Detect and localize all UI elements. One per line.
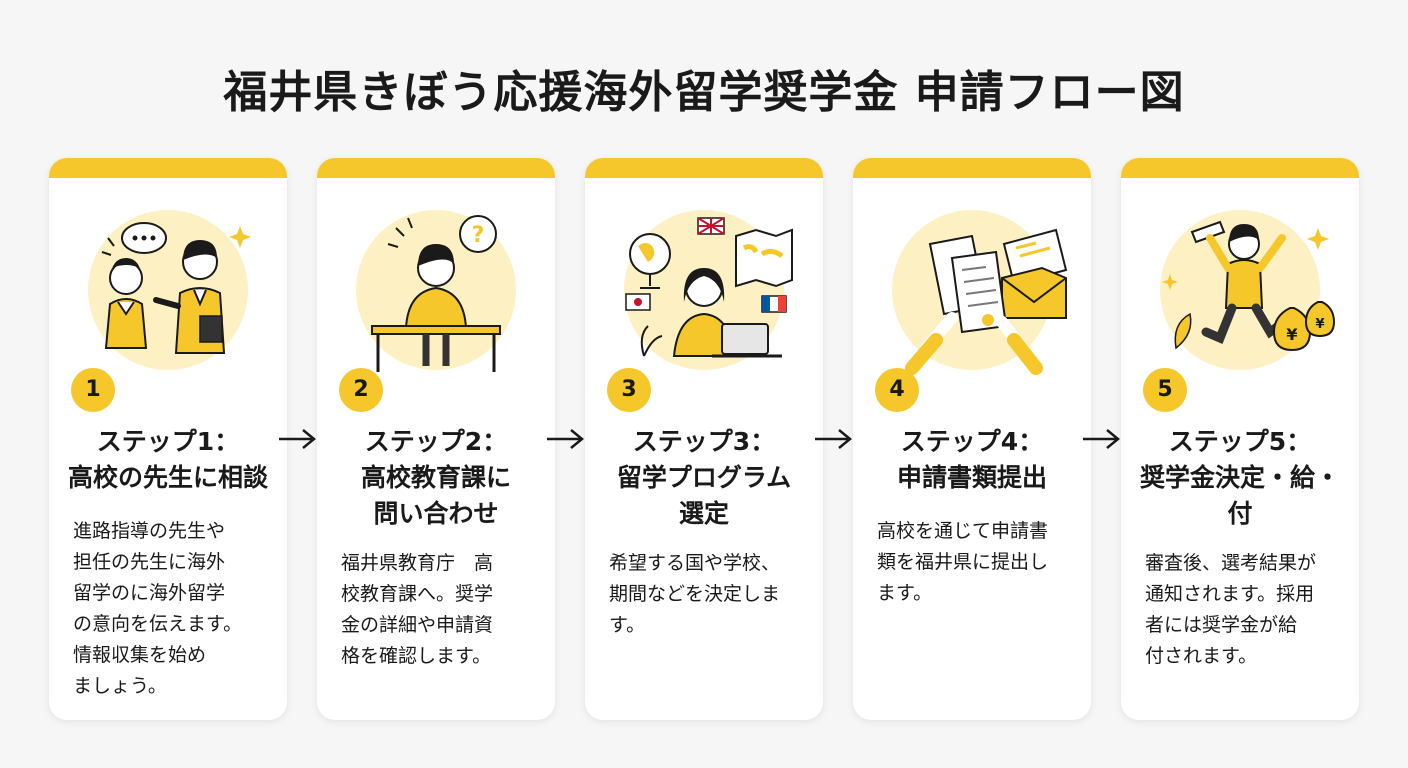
arrow-right-icon	[1083, 429, 1120, 449]
jumping-student-money-bags-icon: ¥ ¥	[1160, 210, 1336, 370]
svg-text:?: ?	[472, 223, 485, 248]
step-number-badge: 5	[1143, 368, 1187, 412]
page-title: 福井県きぼう応援海外留学奨学金 申請フロー図	[223, 67, 1185, 118]
step-number-badge: 2	[339, 368, 383, 412]
step-description: 福井県教育庁 高 校教育課へ。奨学 金の詳細や申請資 格を確認します。	[341, 552, 494, 667]
step-title: ステップ2： 高校教育課に 問い合わせ	[360, 427, 511, 528]
step-title: ステップ3： 留学プログラム 選定	[616, 427, 792, 528]
step-title: ステップ4： 申請書類提出	[896, 427, 1047, 492]
step-title: ステップ1： 高校の先生に相談	[67, 427, 268, 492]
svg-text:¥: ¥	[1286, 325, 1297, 344]
step-card-4: 4 ステップ4： 申請書類提出 高校を通じて申請書 類を福井県に提出し ます。	[853, 158, 1091, 720]
arrow-right-icon	[815, 429, 852, 449]
step-description: 進路指導の先生や 担任の先生に海外 留学のに海外留学 の意向を伝えます。 情報収…	[73, 520, 243, 697]
step-description: 希望する国や学校、 期間などを決定しま す。	[609, 552, 781, 636]
card-accent-bar	[49, 158, 287, 178]
step-description: 審査後、選考結果が 通知されます。採用 者には奨学金が給 付されます。	[1145, 552, 1317, 667]
step-card-1: 1 ステップ1： 高校の先生に相談 進路指導の先生や 担任の先生に海外 留学のに…	[49, 158, 287, 720]
arrow-right-icon	[547, 429, 584, 449]
step-description: 高校を通じて申請書 類を福井県に提出し ます。	[877, 520, 1049, 604]
card-accent-bar	[585, 158, 823, 178]
svg-text:¥: ¥	[1315, 317, 1324, 332]
step-title: ステップ5： 奨学金決定・給・ 付	[1139, 427, 1340, 528]
documents-envelope-icon	[892, 210, 1068, 375]
step-number-badge: 4	[875, 368, 919, 412]
arrow-right-icon	[279, 429, 316, 449]
step-card-2: ? 2 ステップ2： 高校教育課に 問い合わせ 福井県教育庁 高 校教育課へ。奨…	[317, 158, 555, 720]
step-card-5: ¥ ¥ 5 ステップ5： 奨学金決定・給・ 付 審査後、選考結果が 通知されます…	[1121, 158, 1359, 720]
card-accent-bar	[317, 158, 555, 178]
student-laptop-globe-map-icon	[624, 210, 793, 370]
step-number-badge: 3	[607, 368, 651, 412]
step-card-3: 3 ステップ3： 留学プログラム 選定 希望する国や学校、 期間などを決定しま …	[585, 158, 823, 720]
student-teacher-consultation-icon	[88, 210, 251, 370]
card-accent-bar	[853, 158, 1091, 178]
card-accent-bar	[1121, 158, 1359, 178]
step-number-badge: 1	[71, 368, 115, 412]
thinking-student-at-desk-icon: ?	[356, 210, 516, 372]
